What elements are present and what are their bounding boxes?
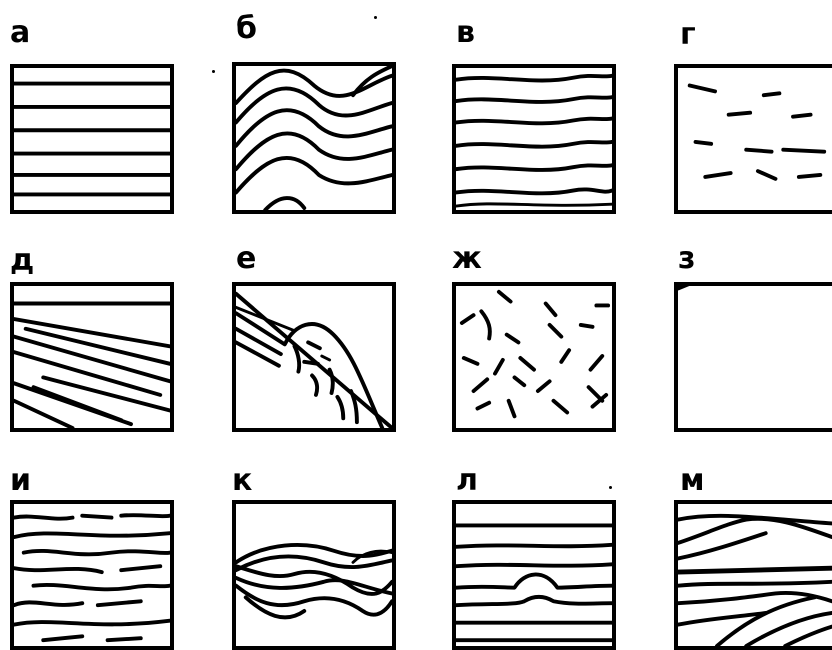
label-k: к [232,466,252,496]
panel-chaotic-texture [452,282,616,432]
panel-massive-texture [674,282,832,432]
speck [609,486,612,489]
label-v: в [456,18,475,48]
panel-inclined-lamination [10,282,174,432]
panel-discontinuous-lamination [674,64,832,214]
label-i: и [10,466,31,496]
label-z: з [678,244,695,274]
label-e: е [236,244,256,274]
panel-lenticular-lamination [10,500,174,650]
label-d: д [10,246,34,276]
label-zh: ж [452,244,482,274]
label-l: л [456,466,478,496]
panel-ripple-lamination [452,500,616,650]
panel-parallel-lamination [10,64,174,214]
label-g: г [680,20,696,50]
panel-wavy-lensoid-lamination [232,500,396,650]
label-b: б [236,14,257,44]
speck [374,16,377,19]
panel-slump-lamination [232,282,396,432]
label-a: а [10,18,30,48]
speck [212,70,215,73]
panel-wavy-parallel-lamination [452,64,616,214]
label-m: м [680,466,705,496]
panel-cross-lamination [674,500,832,650]
panel-folded-lamination [232,62,396,214]
